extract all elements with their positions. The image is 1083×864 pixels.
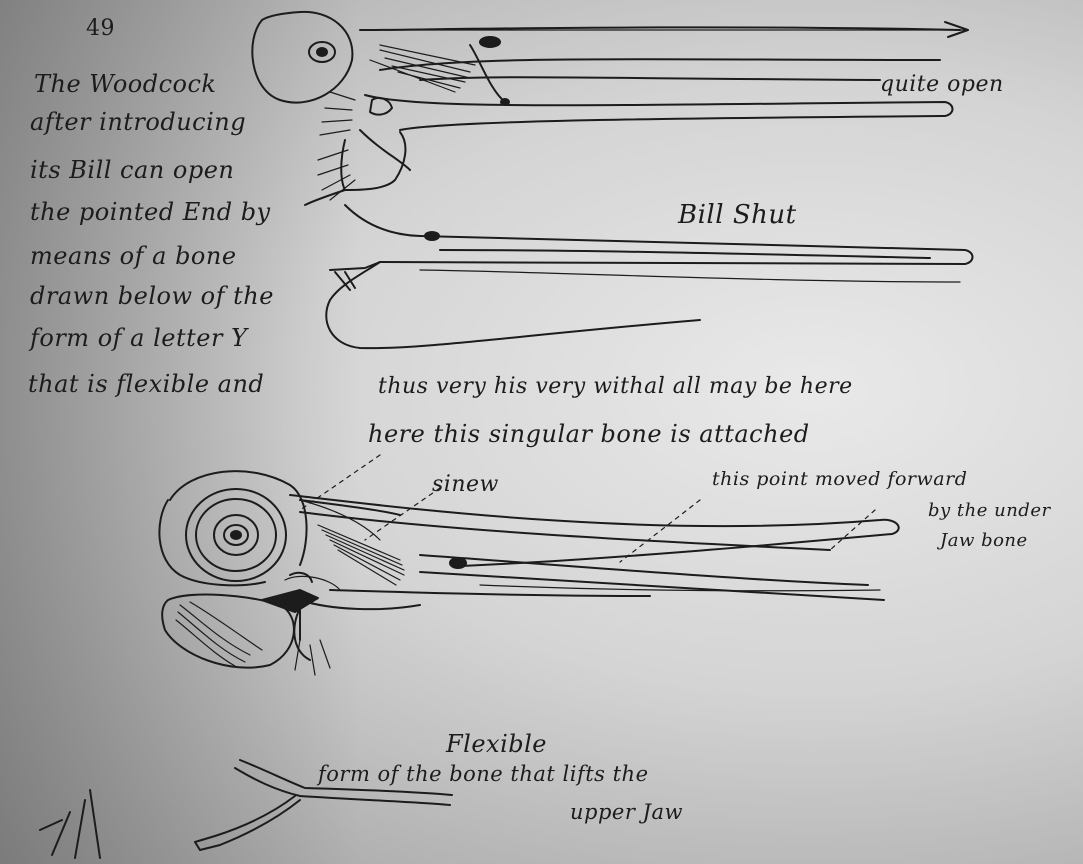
label-sinew: sinew	[432, 472, 499, 497]
left-note-line-6: drawn below of the	[30, 284, 274, 308]
form-note-line-2: upper Jaw	[570, 800, 683, 824]
left-note-line-2: after introducing	[30, 110, 246, 134]
left-note-line-5: means of a bone	[30, 244, 237, 268]
left-note-line-7: form of a letter Y	[30, 326, 247, 350]
left-note-line-8: that is flexible and	[28, 372, 264, 396]
label-bill-shut: Bill Shut	[678, 200, 797, 230]
left-note-line-1: The Woodcock	[34, 72, 216, 96]
point-note-line-1: this point moved forward	[712, 468, 967, 490]
form-note-line-1: form of the bone that lifts the	[318, 762, 649, 786]
head-sketch-bill-open	[252, 12, 968, 205]
label-flexible: Flexible	[446, 730, 547, 758]
point-note-line-2: by the under	[928, 500, 1051, 521]
label-quite-open: quite open	[880, 72, 1004, 97]
left-note-line-4: the pointed End by	[30, 200, 271, 224]
corner-strokes	[40, 790, 100, 858]
left-note-line-3: its Bill can open	[30, 158, 234, 182]
bone-attached-note: here this singular bone is attached	[368, 420, 810, 448]
head-sketch-bill-shut	[326, 205, 972, 348]
page-number: 49	[86, 16, 115, 41]
long-note-line: thus very his very withal all may be her…	[378, 374, 853, 399]
point-note-line-3: Jaw bone	[940, 530, 1028, 551]
head-sketch-detailed	[159, 471, 898, 675]
